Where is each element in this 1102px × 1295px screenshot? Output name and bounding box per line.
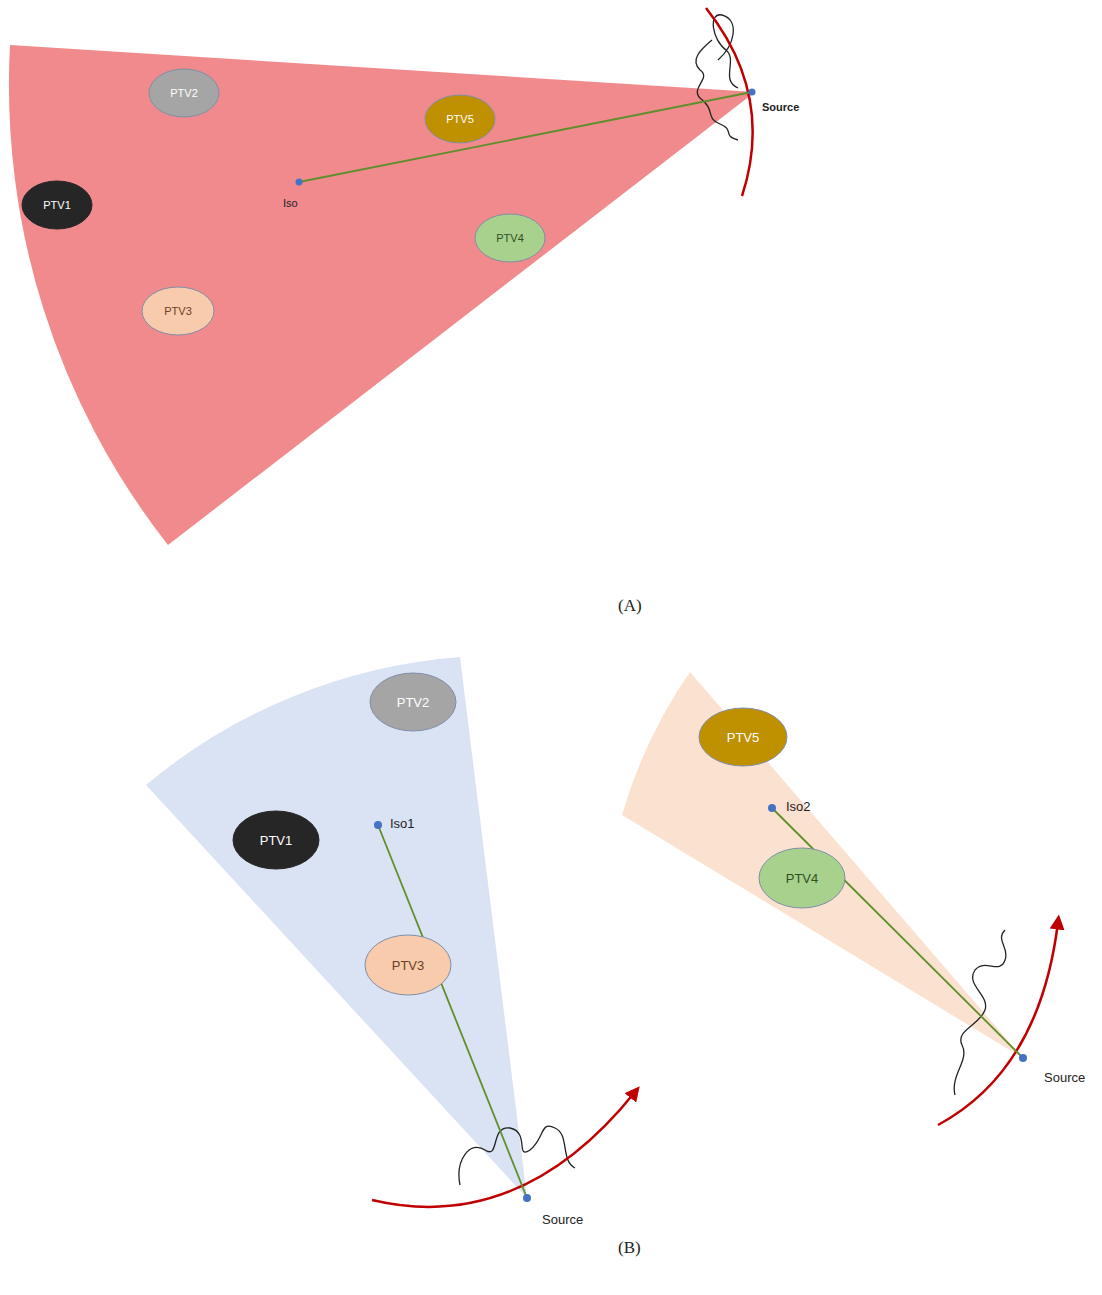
fluence-profile bbox=[459, 1126, 575, 1185]
fluence-profile bbox=[954, 930, 1006, 1095]
isocenter-dot bbox=[296, 179, 303, 186]
point-label: Source bbox=[762, 101, 799, 113]
point-label: Source bbox=[1044, 1070, 1085, 1085]
fluence-profile bbox=[696, 40, 738, 140]
target-ellipse: PTV1 bbox=[21, 180, 93, 230]
gantry-arc bbox=[706, 8, 753, 196]
source-dot bbox=[749, 89, 756, 96]
target-label: PTV3 bbox=[164, 305, 192, 317]
target-ellipse: PTV3 bbox=[141, 286, 215, 336]
panel-caption: (B) bbox=[618, 1238, 641, 1258]
point-label: Iso1 bbox=[390, 816, 415, 831]
target-label: PTV1 bbox=[260, 833, 293, 848]
target-ellipse: PTV1 bbox=[232, 810, 320, 870]
beam-wedge bbox=[146, 657, 527, 1198]
target-ellipse: PTV2 bbox=[148, 68, 220, 118]
source-dot bbox=[1019, 1054, 1027, 1062]
target-ellipse: PTV5 bbox=[424, 94, 496, 144]
target-label: PTV2 bbox=[397, 695, 430, 710]
target-ellipse: PTV4 bbox=[758, 847, 846, 909]
central-axis bbox=[299, 92, 752, 182]
target-label: PTV5 bbox=[727, 730, 760, 745]
target-ellipse: PTV3 bbox=[364, 934, 452, 996]
point-label: Iso2 bbox=[786, 799, 811, 814]
beam-wedge bbox=[622, 672, 1023, 1058]
target-label: PTV1 bbox=[43, 199, 71, 211]
point-label: Iso bbox=[283, 197, 298, 209]
target-label: PTV3 bbox=[392, 958, 425, 973]
isocenter-dot bbox=[374, 821, 382, 829]
target-ellipse: PTV5 bbox=[698, 707, 788, 767]
point-label: Source bbox=[542, 1212, 583, 1227]
target-ellipse: PTV2 bbox=[369, 672, 457, 732]
gantry-arc bbox=[372, 1092, 635, 1207]
gantry-arc bbox=[938, 922, 1058, 1125]
panel-caption: (A) bbox=[618, 596, 642, 616]
target-label: PTV4 bbox=[496, 232, 524, 244]
target-ellipse: PTV4 bbox=[474, 213, 546, 263]
source-dot bbox=[523, 1194, 531, 1202]
target-label: PTV4 bbox=[786, 871, 819, 886]
isocenter-dot bbox=[768, 804, 776, 812]
target-label: PTV2 bbox=[170, 87, 198, 99]
central-axis bbox=[378, 825, 527, 1198]
central-axis bbox=[772, 808, 1023, 1058]
beam-wedge bbox=[9, 45, 755, 545]
target-label: PTV5 bbox=[446, 113, 474, 125]
